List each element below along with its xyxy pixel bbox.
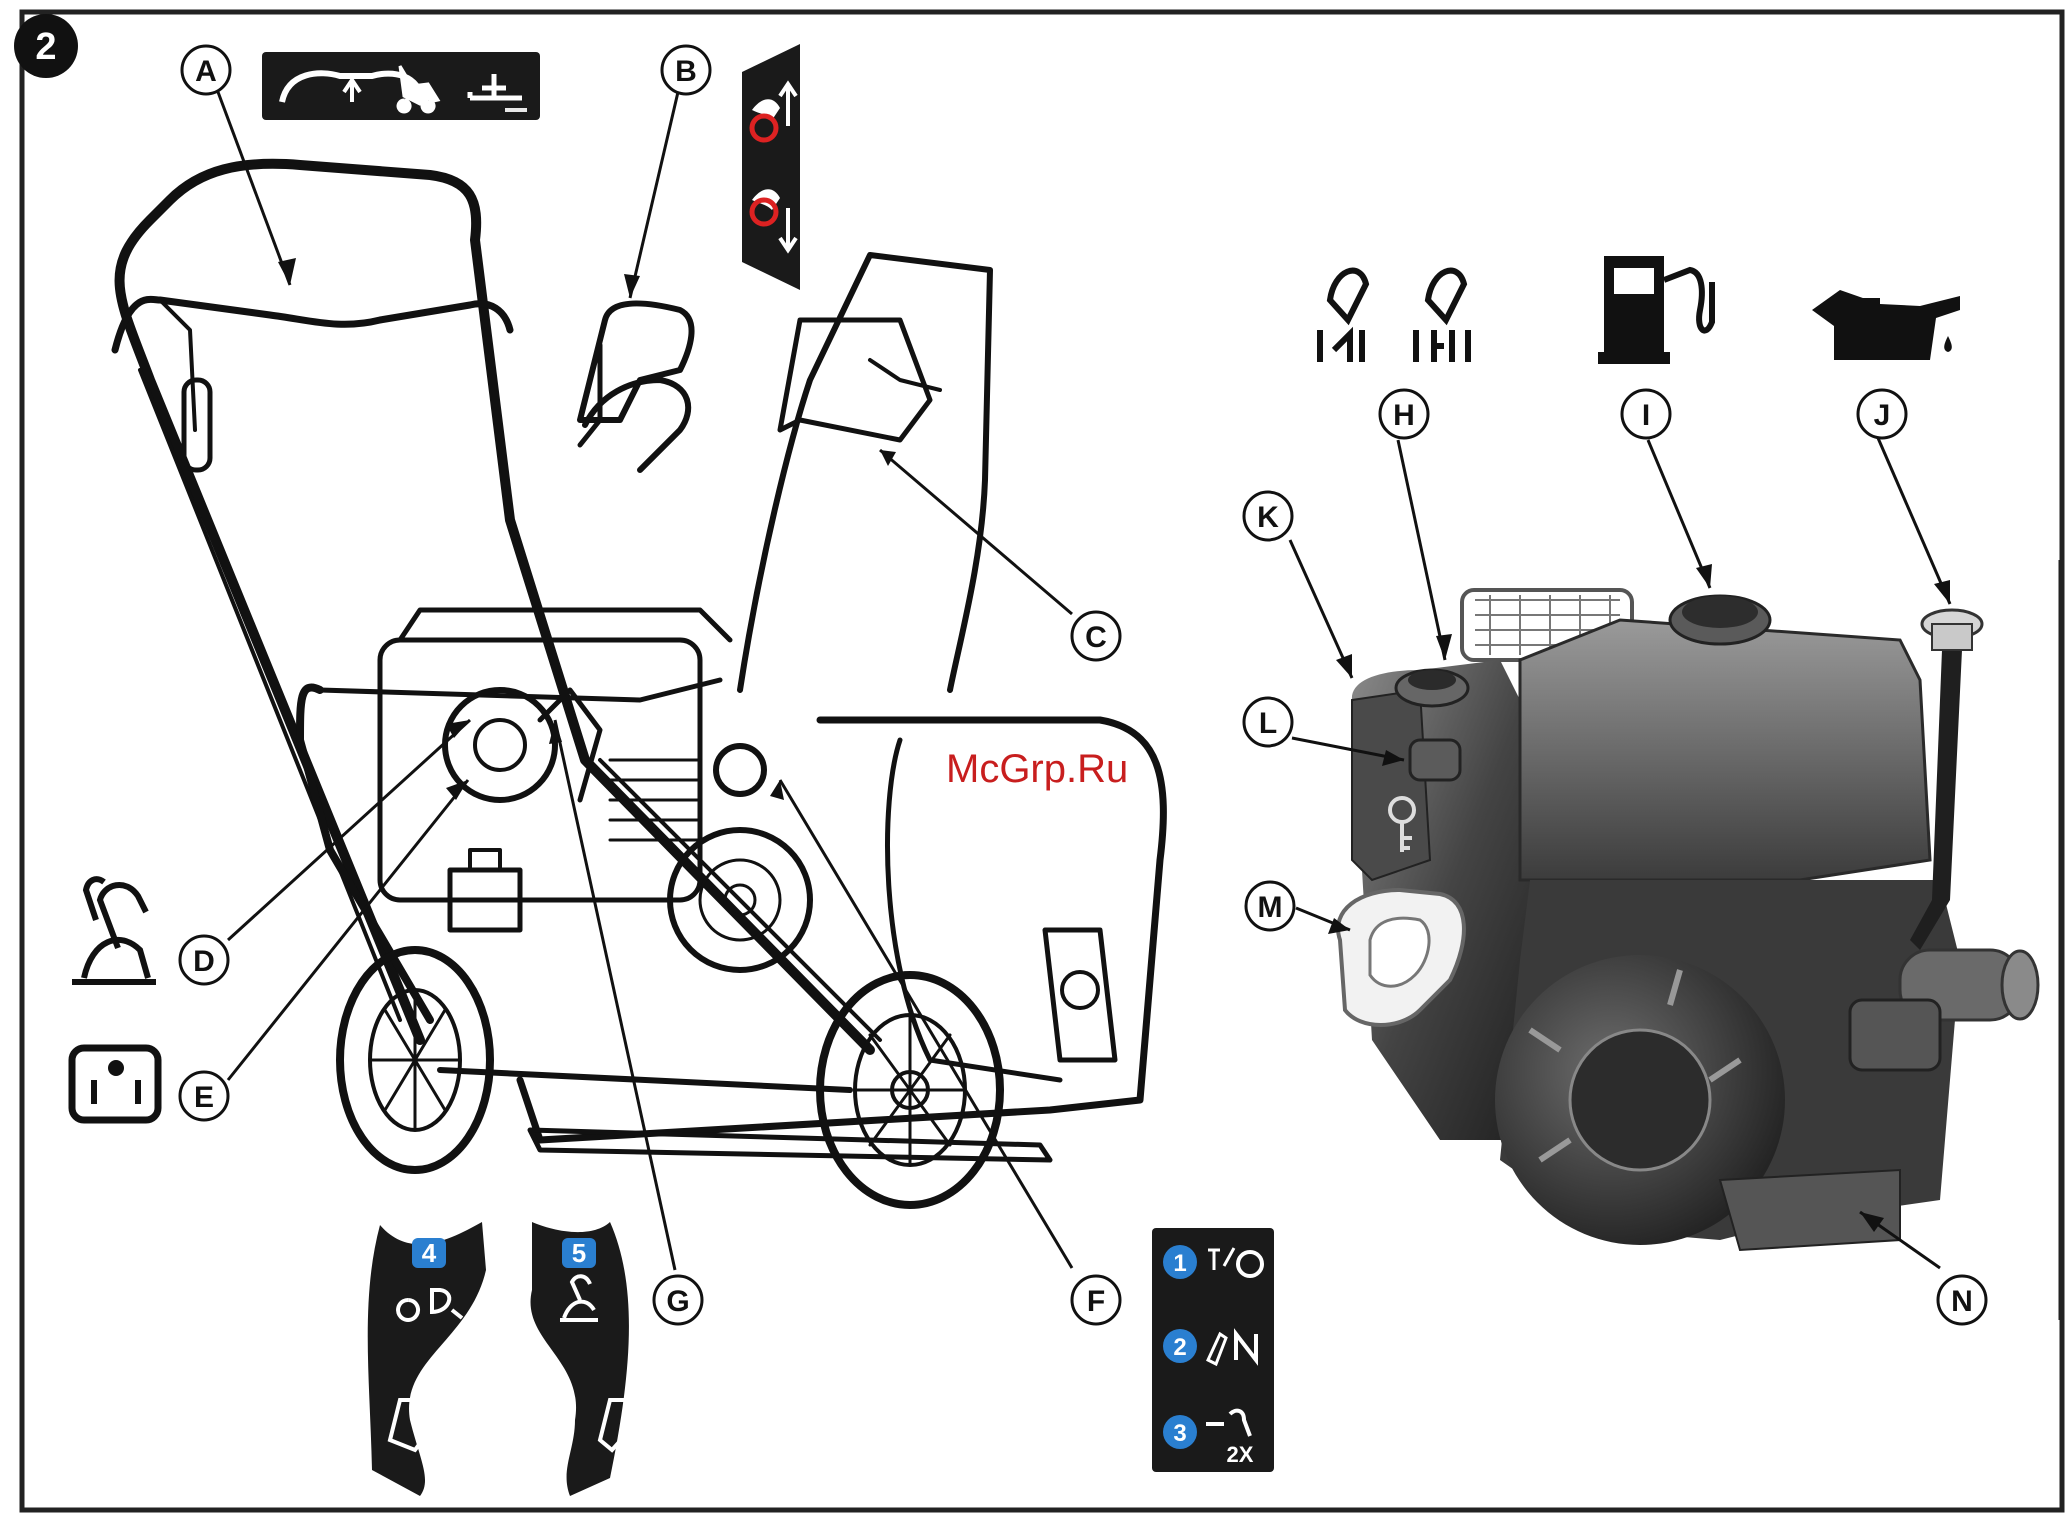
leader-k xyxy=(1290,540,1352,678)
leader-f xyxy=(780,780,1072,1268)
chute-direction-decal xyxy=(742,44,800,290)
auger-control-bar xyxy=(115,299,510,350)
fuel-tank xyxy=(1520,620,1930,880)
leader-c xyxy=(880,450,1072,614)
figure-number-badge: 2 xyxy=(14,14,78,78)
callout-c: C xyxy=(1072,612,1120,660)
engine-illustration xyxy=(1338,590,2038,1250)
callout-g-label: G xyxy=(666,1285,689,1318)
step-3-number: 3 xyxy=(1173,1420,1186,1447)
callout-b-label: B xyxy=(675,55,697,88)
callout-b: B xyxy=(662,46,710,94)
watermark: McGrp.Ru xyxy=(946,747,1128,791)
leader-b xyxy=(630,92,678,298)
step-3-note: 2X xyxy=(1227,1442,1254,1467)
callout-j: J xyxy=(1858,390,1906,438)
callout-a-label: A xyxy=(195,55,217,88)
callout-n-label: N xyxy=(1951,1285,1973,1318)
callout-l: L xyxy=(1244,698,1292,746)
callout-i-label: I xyxy=(1642,399,1650,432)
callout-a: A xyxy=(182,46,230,94)
callout-l-label: L xyxy=(1259,707,1277,740)
callout-m: M xyxy=(1246,882,1294,930)
callout-k: K xyxy=(1244,492,1292,540)
leader-g xyxy=(555,720,675,1270)
chute-decal-step-5: 5 xyxy=(531,1222,630,1496)
callout-c-label: C xyxy=(1085,621,1107,654)
callout-m-label: M xyxy=(1258,891,1283,924)
snow-thrower-illustration xyxy=(115,164,1163,1205)
callout-f-label: F xyxy=(1087,1285,1105,1318)
callout-h-label: H xyxy=(1393,399,1415,432)
chute-decal-step-4-number: 4 xyxy=(422,1238,437,1268)
callout-h: H xyxy=(1380,390,1428,438)
callout-f: F xyxy=(1072,1276,1120,1324)
callout-e-label: E xyxy=(194,1081,214,1114)
left-wheel xyxy=(340,950,490,1170)
chute-decal-step-4: 4 xyxy=(368,1222,486,1496)
leader-h xyxy=(1398,440,1445,660)
fuel-pump-icon xyxy=(1598,256,1712,364)
callout-j-label: J xyxy=(1874,399,1891,432)
callout-e: E xyxy=(180,1072,228,1120)
chute-lock-knob xyxy=(716,746,764,794)
drift-cutter-lever xyxy=(580,303,692,420)
engine-control-panel xyxy=(1352,690,1430,880)
primer-bulb xyxy=(1396,670,1468,706)
handle-control-decal xyxy=(262,52,540,120)
leader-a xyxy=(218,92,290,285)
figure-number: 2 xyxy=(35,26,56,68)
step-1-number: 1 xyxy=(1173,1250,1186,1277)
ignition-decal-icon xyxy=(72,1048,158,1120)
leader-i xyxy=(1648,440,1710,588)
choke-knob xyxy=(1410,740,1460,780)
leader-j xyxy=(1878,438,1950,604)
callout-k-label: K xyxy=(1257,501,1279,534)
chute-decal-step-5-number: 5 xyxy=(572,1238,586,1268)
callout-d: D xyxy=(180,936,228,984)
callout-n: N xyxy=(1938,1276,1986,1324)
oil-can-icon xyxy=(1812,290,1960,360)
callout-g: G xyxy=(654,1276,702,1324)
leader-e xyxy=(228,780,468,1080)
callout-d-label: D xyxy=(193,945,215,978)
leader-d xyxy=(228,720,470,940)
starting-steps-decal: 1 2 3 2X xyxy=(1152,1228,1274,1472)
choke-decal-icon xyxy=(72,879,156,982)
step-2-number: 2 xyxy=(1173,1334,1186,1361)
callout-i: I xyxy=(1622,390,1670,438)
choke-on-off-icons xyxy=(1320,271,1468,362)
